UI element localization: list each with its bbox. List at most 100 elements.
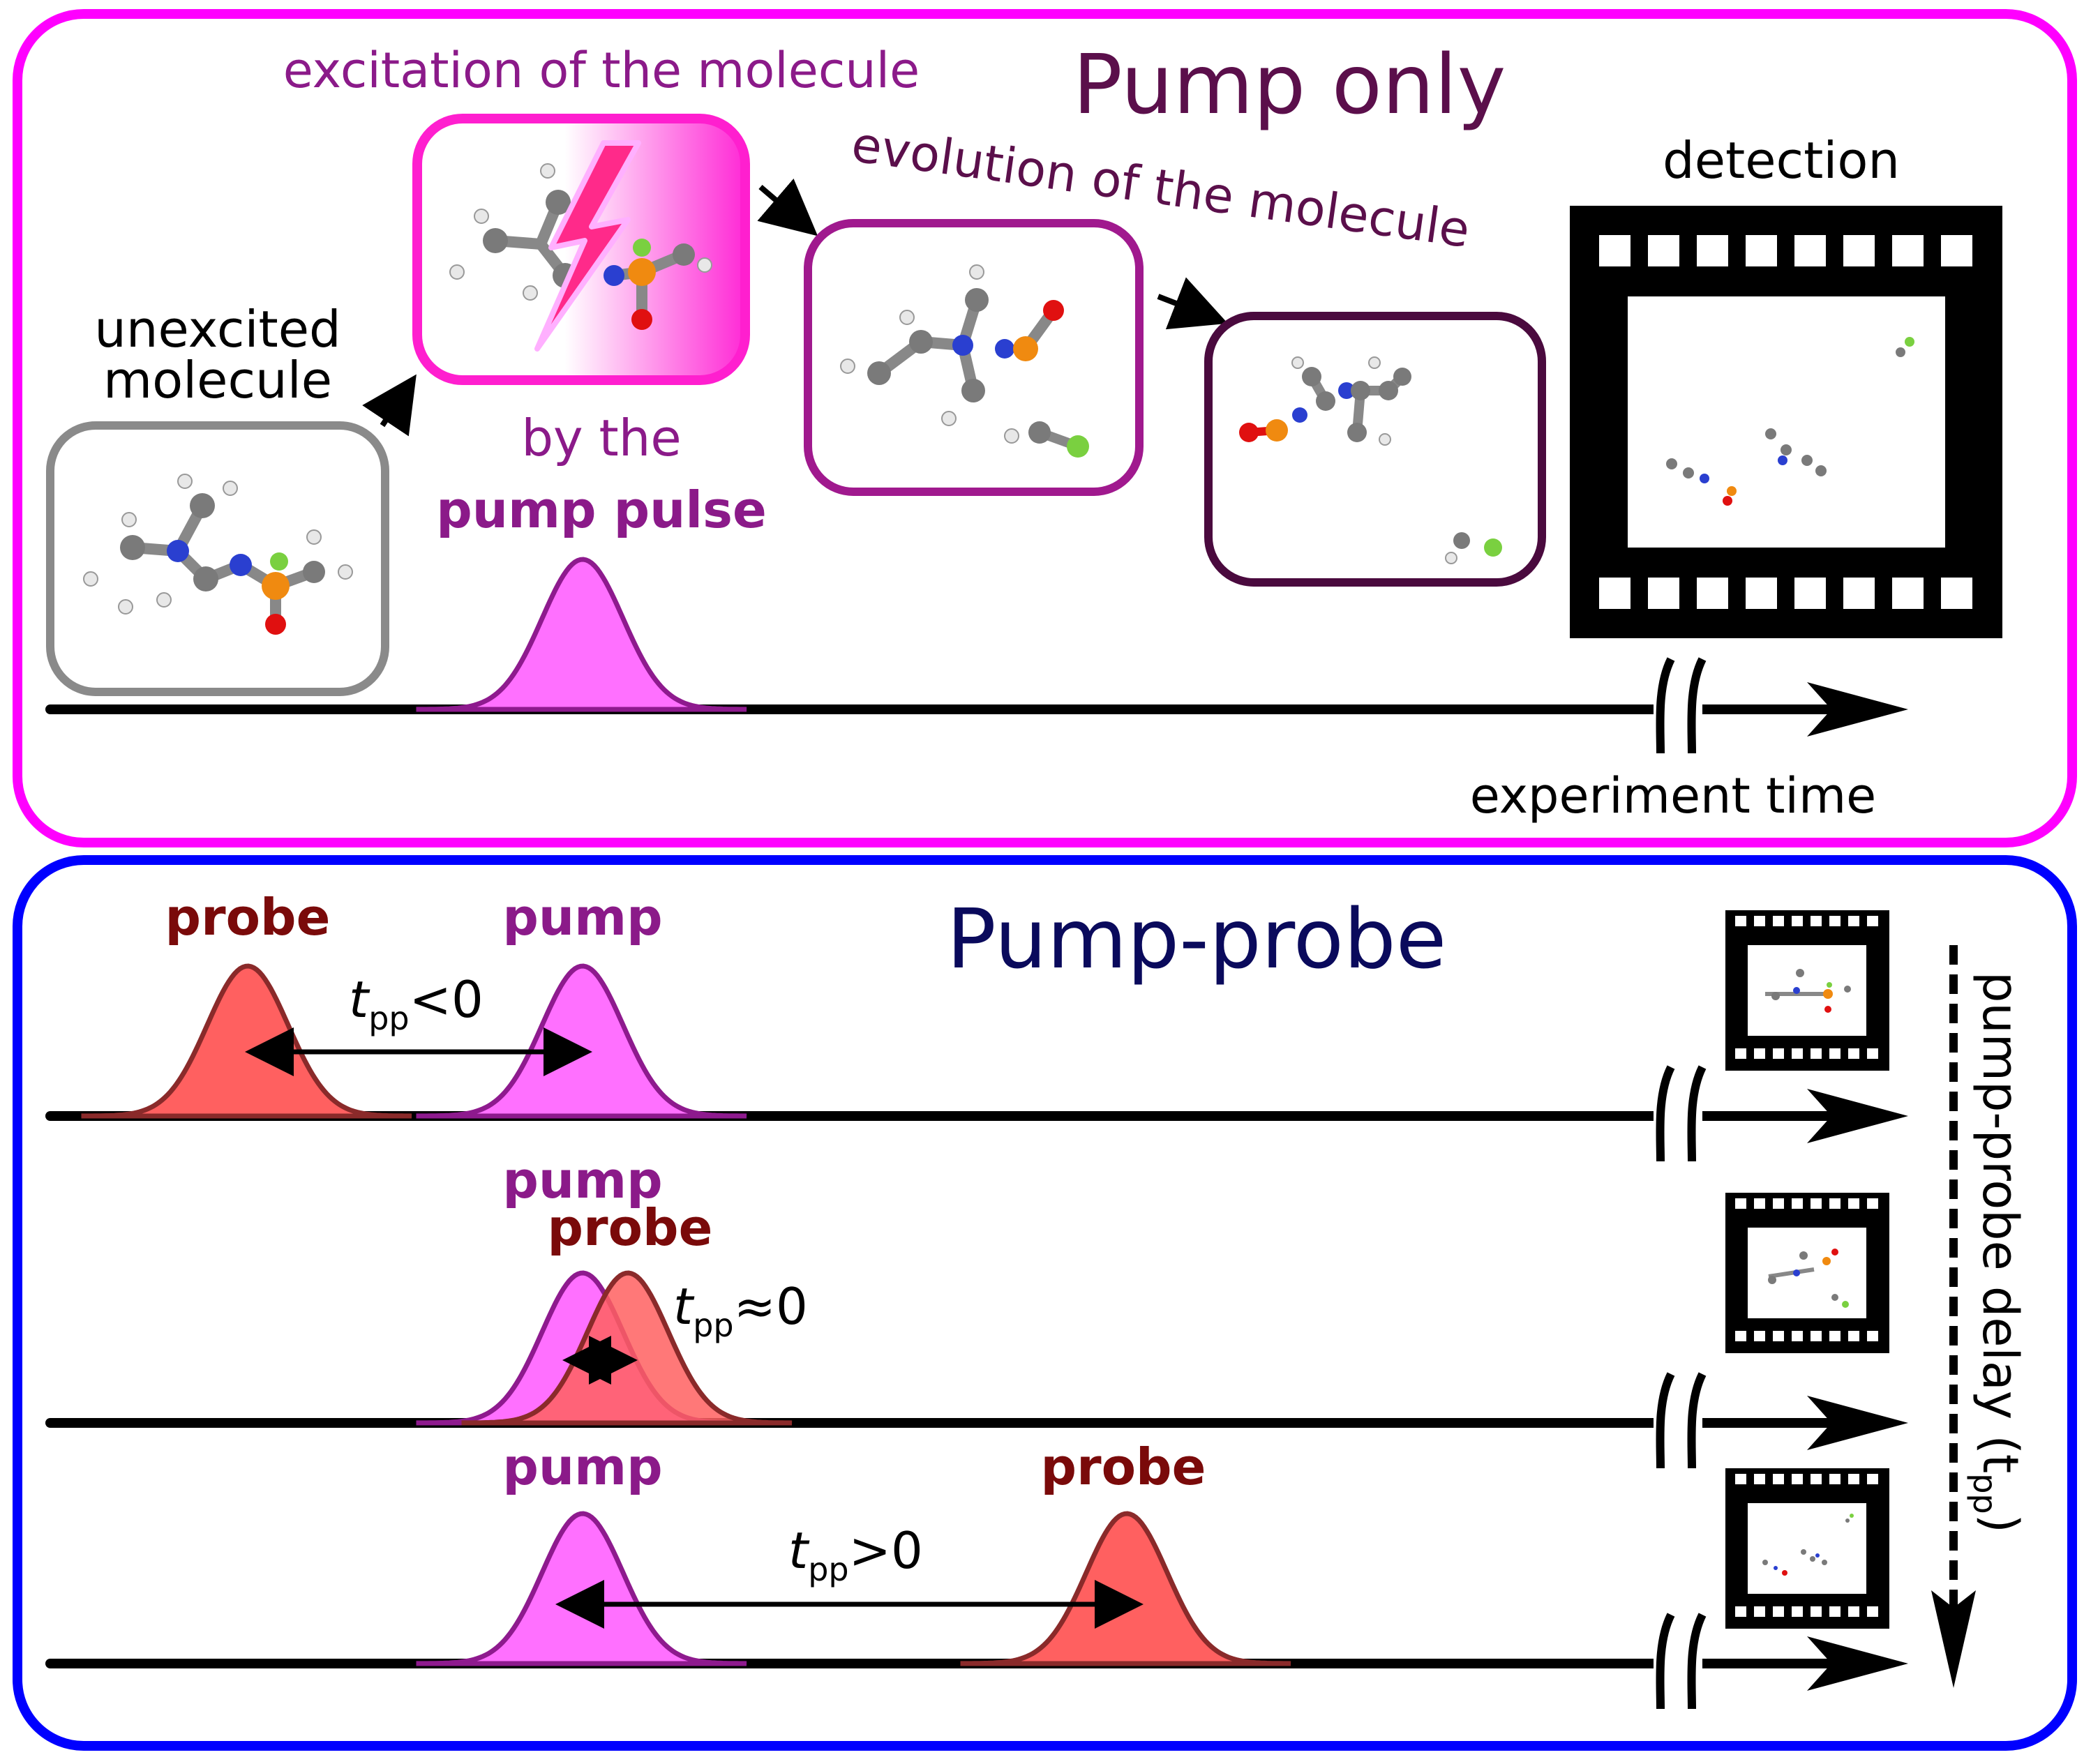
axis-break-icon (1654, 1372, 1707, 1469)
film-hole (1848, 1198, 1859, 1209)
atom-carbon (546, 190, 571, 215)
atom-carbon (1666, 458, 1677, 469)
unexcited-label-line2: molecule (103, 351, 332, 409)
film-holes-top (1599, 235, 1972, 266)
atom-hydrogen (121, 512, 137, 527)
pump-pulse-label: pump pulse (436, 481, 767, 539)
atom-nitrogen (1778, 455, 1787, 465)
atom-carbon (1683, 467, 1694, 478)
atom-carbon (1844, 986, 1851, 993)
atom-carbon (1815, 465, 1827, 476)
atom-carbon (1822, 1560, 1827, 1565)
atom-carbon (1771, 992, 1780, 1000)
t-symbol: t (788, 1521, 810, 1580)
film-hole (1746, 235, 1777, 266)
row-negative-delay: probe pump tpp<0 (45, 888, 1908, 1162)
film-holes-bottom (1599, 578, 1972, 609)
axis-break-icon (1654, 1613, 1707, 1710)
atom-fluorine (1842, 1301, 1849, 1308)
film-hole (1773, 1474, 1784, 1484)
film-hole (1697, 235, 1728, 266)
atom-oxygen (1782, 1570, 1787, 1576)
atom-phosphorus (1727, 486, 1737, 496)
film-holes (1735, 1474, 1878, 1617)
film-hole (1794, 578, 1826, 609)
by-the-label: by the (521, 409, 681, 467)
atom-phosphorus (1823, 989, 1833, 999)
atom-carbon (1351, 381, 1370, 400)
film-hole (1941, 578, 1972, 609)
pump-label: pump (502, 1151, 662, 1209)
film-hole (1754, 916, 1765, 926)
atom-nitrogen (1815, 1553, 1820, 1558)
evolution-molecule-2 (1239, 356, 1502, 564)
delay-axis-text: pump-probe delay (t (1972, 972, 2029, 1473)
detection-label: detection (1663, 131, 1900, 190)
arrow-icon (1807, 1089, 1908, 1143)
atom-hydrogen (969, 264, 984, 280)
film-hole (1848, 916, 1859, 926)
unexcited-molecule (83, 474, 353, 635)
film-hole (1848, 1331, 1859, 1341)
film-hole (1843, 235, 1875, 266)
atom-carbon (1796, 969, 1804, 977)
atom-hydrogen (449, 264, 465, 280)
atom-fluorine (1067, 435, 1089, 458)
evolution-molecule-1 (840, 264, 1089, 458)
film-snapshot (1762, 1514, 1854, 1576)
atom-hydrogen (1291, 356, 1304, 369)
atom-carbon (965, 288, 989, 312)
film-hole (1599, 235, 1631, 266)
atom-carbon (1845, 1518, 1850, 1523)
atom-oxygen (1723, 496, 1732, 506)
atom-carbon (1453, 532, 1470, 549)
film-snapshot (1768, 1249, 1849, 1308)
pump-probe-panel: Pump-probe pump-probe delay (tpp) probe … (13, 855, 2077, 1751)
t-relation: >0 (849, 1521, 923, 1580)
atom-phosphorus (1013, 336, 1038, 361)
atom-phosphorus (1266, 419, 1288, 442)
film-hole (1811, 1198, 1822, 1209)
film-holes (1735, 916, 1878, 1059)
film-hole (1867, 1474, 1878, 1484)
pump-label: pump (502, 888, 662, 947)
film-hole (1735, 1474, 1746, 1484)
film-hole (1892, 578, 1924, 609)
film-hole (1794, 235, 1826, 266)
film-hole (1792, 916, 1803, 926)
film-hole (1829, 1331, 1841, 1341)
atom-carbon (1765, 428, 1776, 439)
atom-oxygen (1824, 1006, 1831, 1013)
probe-label: probe (1041, 1438, 1206, 1496)
row-zero-delay: pump probe tpp≈0 (45, 1151, 1908, 1469)
t-sub: pp (368, 1000, 409, 1037)
atom-hydrogen (1368, 356, 1381, 369)
pump-label: pump (502, 1438, 662, 1496)
film-hole (1735, 1048, 1746, 1059)
atom-fluorine (1905, 337, 1914, 347)
film-hole (1867, 1198, 1878, 1209)
atom-carbon (673, 243, 695, 266)
film-hole (1811, 1474, 1822, 1484)
atom-hydrogen (540, 163, 555, 179)
atom-carbon (1896, 347, 1905, 357)
atom-hydrogen (177, 474, 193, 489)
film-hole (1754, 1606, 1765, 1617)
film-hole (1848, 1606, 1859, 1617)
row-positive-delay: pump probe tpp>0 (45, 1438, 1908, 1710)
excitation-label: excitation of the molecule (283, 42, 920, 99)
atom-carbon (1801, 455, 1813, 466)
atom-carbon (303, 561, 325, 583)
film-hole (1792, 1048, 1803, 1059)
atom-nitrogen (1700, 474, 1709, 483)
atom-carbon (190, 493, 215, 518)
arrow-icon (1807, 682, 1908, 737)
atom-hydrogen (941, 411, 957, 426)
unexcited-label-line1: unexcited (94, 300, 340, 359)
probe-label: probe (548, 1198, 713, 1257)
film-hole (1735, 1606, 1746, 1617)
atom-nitrogen (1793, 1269, 1800, 1276)
film-hole (1811, 1048, 1822, 1059)
axis-break-icon (1654, 1065, 1707, 1162)
arrow-icon (1807, 1396, 1908, 1450)
